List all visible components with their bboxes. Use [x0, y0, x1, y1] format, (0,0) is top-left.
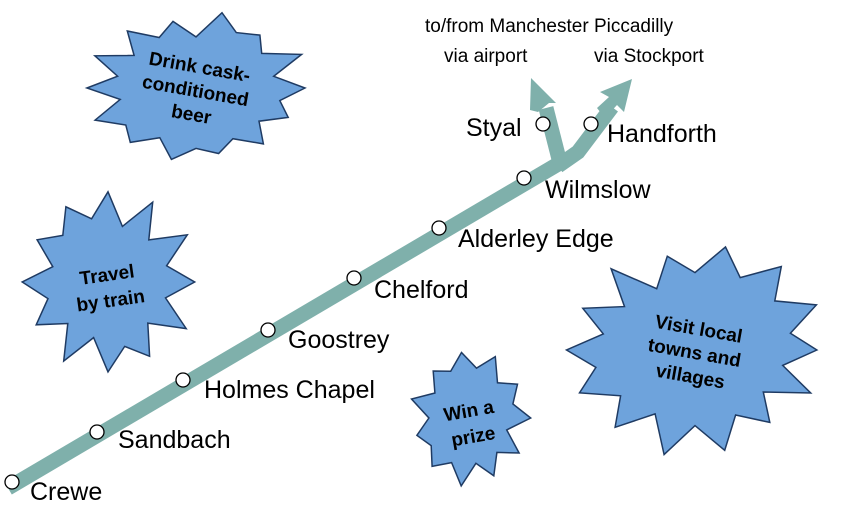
- starburst-shape: [84, 11, 307, 161]
- station-label: Handforth: [607, 120, 717, 148]
- station-label: Wilmslow: [545, 176, 651, 204]
- station-marker-icon: [260, 322, 276, 338]
- station-marker-icon: [175, 372, 191, 388]
- station-marker-icon: [583, 116, 599, 132]
- destination-label: to/from Manchester Piccadilly: [425, 16, 674, 37]
- station-marker-icon: [516, 170, 532, 186]
- station-marker-icon: [89, 424, 105, 440]
- station-marker-icon: [346, 270, 362, 286]
- station-wilmslow: Wilmslow: [516, 170, 651, 204]
- station-crewe: Crewe: [4, 474, 102, 506]
- station-marker-icon: [4, 474, 20, 490]
- station-label: Crewe: [30, 478, 102, 506]
- station-label: Holmes Chapel: [204, 376, 375, 404]
- starburst-shape: [410, 351, 533, 488]
- starburst-shape: [564, 245, 819, 457]
- arrow-stockport-icon: [597, 79, 632, 118]
- station-styal: Styal: [466, 114, 551, 142]
- station-handforth: Handforth: [583, 116, 717, 148]
- station-holmes-chapel: Holmes Chapel: [175, 372, 375, 404]
- branch-airport: [538, 106, 568, 165]
- arrow-airport-icon: [530, 78, 556, 112]
- station-marker-icon: [535, 116, 551, 132]
- station-goostrey: Goostrey: [260, 322, 390, 354]
- station-marker-icon: [431, 220, 447, 236]
- station-label: Alderley Edge: [458, 225, 614, 253]
- station-chelford: Chelford: [346, 270, 469, 304]
- station-label: Goostrey: [288, 326, 390, 354]
- branch-stockport: [553, 102, 618, 173]
- station-label: Sandbach: [118, 426, 231, 454]
- via-airport-label: via airport: [444, 46, 528, 67]
- station-sandbach: Sandbach: [89, 424, 231, 454]
- via-stockport-label: via Stockport: [594, 46, 705, 67]
- station-label: Styal: [466, 114, 522, 142]
- station-alderley-edge: Alderley Edge: [431, 220, 614, 253]
- starburst-shape: [20, 190, 197, 374]
- station-label: Chelford: [374, 276, 469, 304]
